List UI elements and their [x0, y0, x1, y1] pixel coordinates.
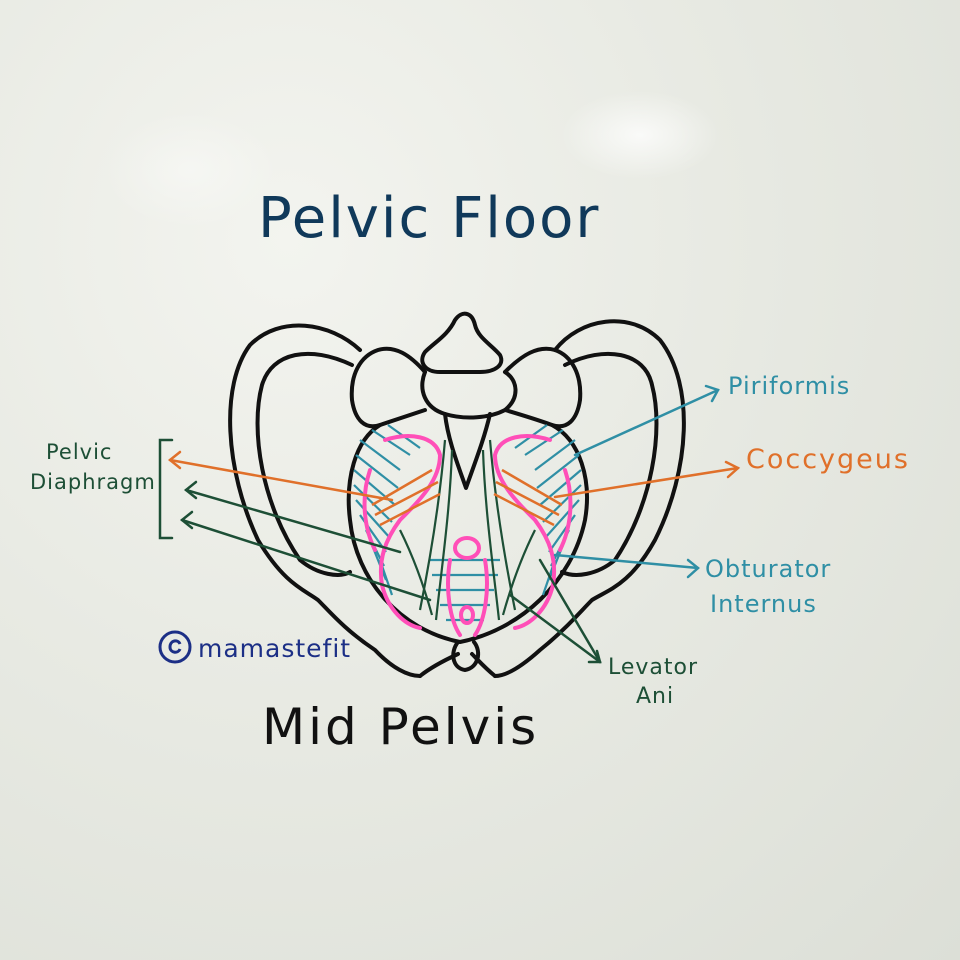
coccygeus-left-arrow [168, 458, 394, 502]
levator-ani-left-arrow-1 [184, 488, 402, 554]
levator-ani-left-arrow-2 [180, 518, 432, 602]
piriformis-arrowhead [704, 384, 720, 403]
obturator-internus-label-line2: Internus [710, 590, 817, 618]
pubic-symphysis [451, 640, 481, 672]
levator-ani-label-line1: Levator [608, 655, 699, 680]
pelvic-diaphragm-label-line2: Diaphragm [30, 470, 156, 494]
vertebral-body [420, 370, 518, 420]
pubic-arch [418, 652, 497, 678]
levator-ani-right-arrow-2 [538, 558, 602, 664]
piriformis-label: Piriformis [728, 372, 851, 400]
coccygeus-label: Coccygeus [746, 444, 910, 475]
page-title: Pelvic Floor [258, 186, 601, 251]
right-iliac-wing-inner [560, 351, 659, 577]
levator-ani-right-arrowhead [587, 649, 602, 664]
levator-ani-right-arrow-1 [508, 593, 602, 664]
obturator-arrowhead [686, 558, 700, 579]
coccygeus-arrow [553, 466, 740, 499]
levator-ani-left-arrowhead-1 [183, 480, 198, 500]
piriformis-arrow [573, 388, 720, 457]
instagram-at-icon [158, 630, 192, 664]
obturator-internus-label-line1: Obturator [705, 555, 832, 583]
author-handle: mamastefit [198, 634, 352, 663]
coccygeus-arrowhead [724, 460, 741, 479]
left-iliac-wing-inner [255, 351, 354, 577]
pelvic-diaphragm-label-line1: Pelvic [46, 440, 113, 464]
left-iliac-wing [228, 323, 422, 678]
sacral-promontory [420, 311, 504, 374]
levator-ani-left-arrowhead-2 [179, 510, 194, 530]
pelvic-diaphragm-bracket [158, 438, 174, 540]
right-sacral-ala [503, 346, 583, 429]
sacrum-center [443, 412, 492, 490]
obturator-arrow [553, 553, 700, 570]
levator-ani-lines [399, 439, 536, 621]
levator-ani-label-line2: Ani [636, 684, 675, 709]
pelvic-muscle-outline [362, 434, 573, 637]
left-sacral-ala [349, 346, 427, 429]
right-iliac-wing [493, 319, 686, 678]
coccygeus-left-arrowhead [167, 450, 182, 470]
page-subtitle: Mid Pelvis [262, 698, 540, 756]
